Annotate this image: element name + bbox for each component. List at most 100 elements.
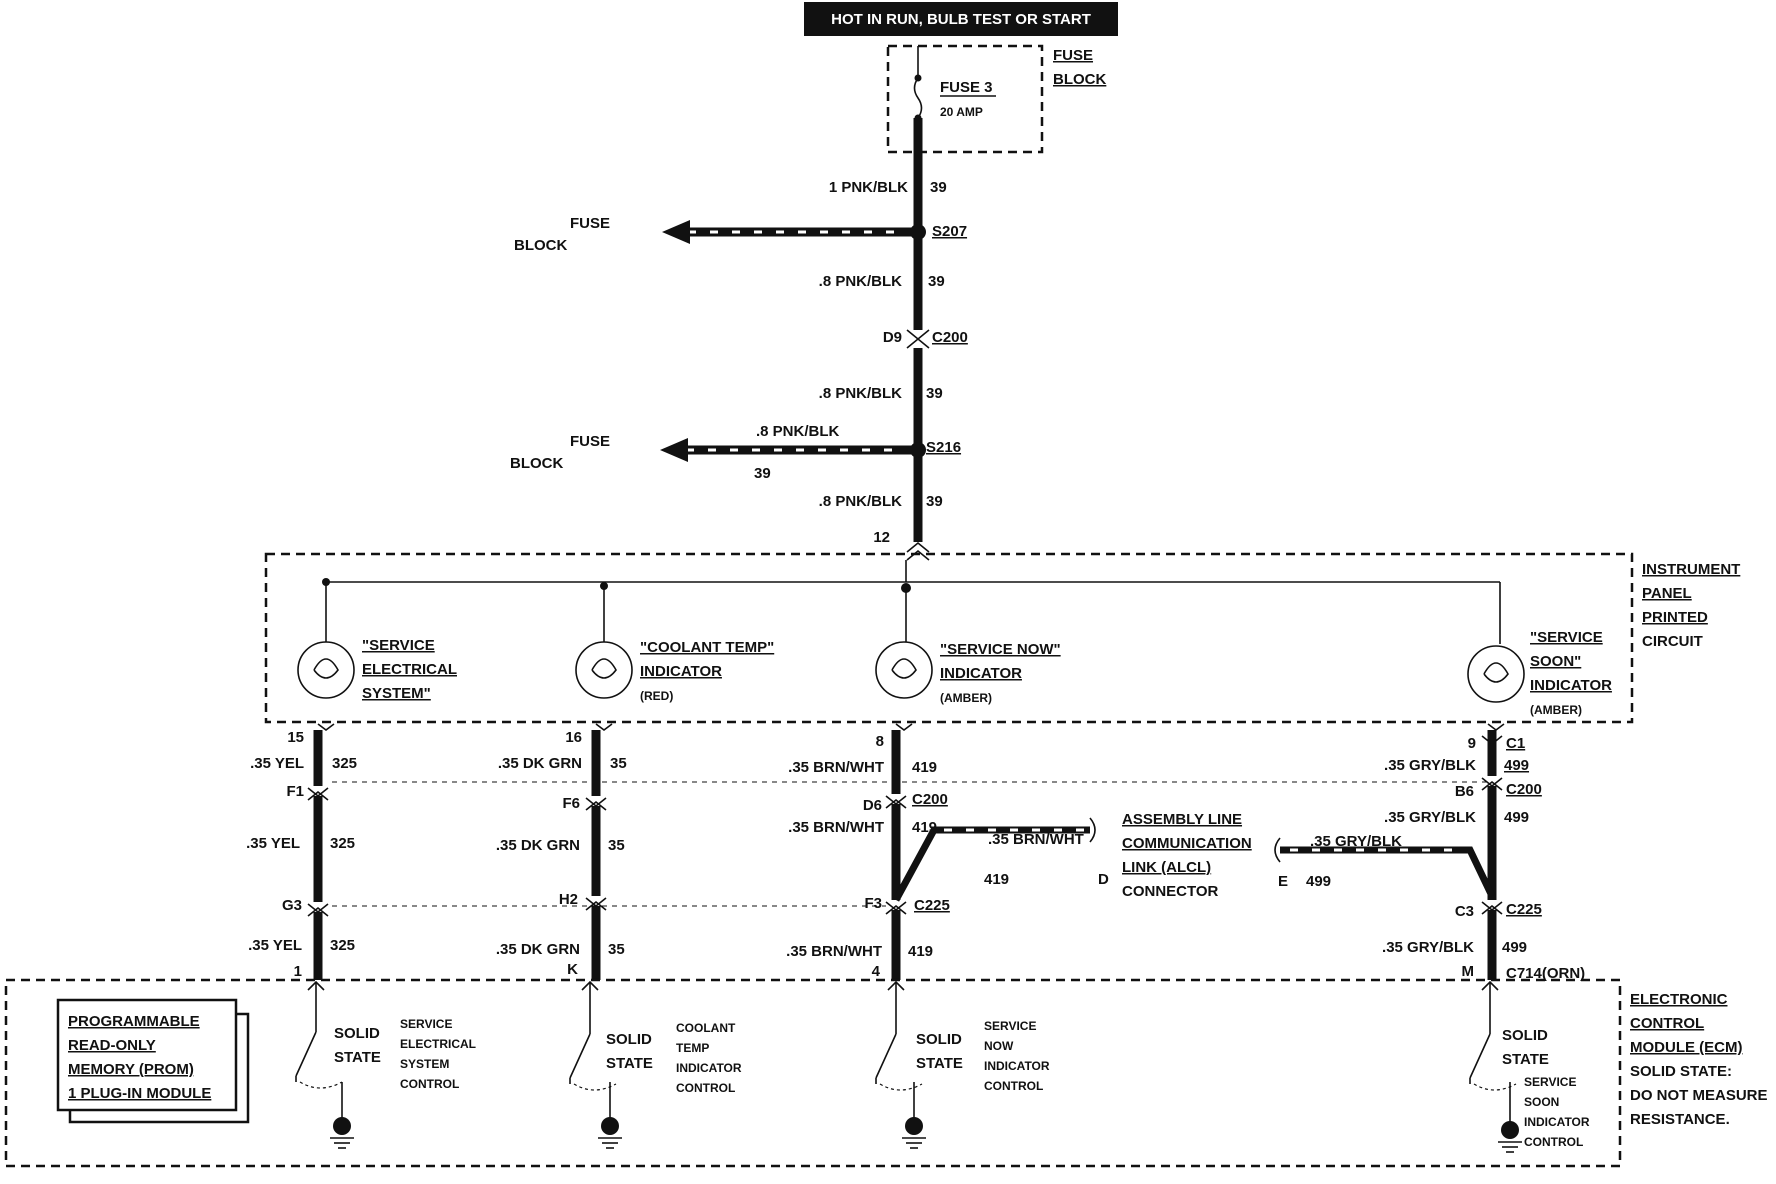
- feed-wire-4: .8 PNK/BLK: [819, 493, 903, 510]
- ctrl2-ss-2: STATE: [606, 1055, 653, 1072]
- prom-line-4: 1 PLUG-IN MODULE: [68, 1085, 211, 1102]
- alcl-right-circuit: 499: [1306, 873, 1331, 890]
- fuse-block: FUSE 3 20 AMP FUSE BLOCK: [886, 44, 1106, 154]
- feed-wire-3: .8 PNK/BLK: [819, 385, 903, 402]
- ecm-line-3: MODULE (ECM): [1630, 1039, 1743, 1056]
- prom-line-3: MEMORY (PROM): [68, 1061, 194, 1078]
- ecm-switch-1: [295, 980, 354, 1149]
- col2-circuit-1: 35: [610, 755, 627, 772]
- col3-circuit-2: 419: [912, 819, 937, 836]
- c200-top-pin: D9: [883, 329, 902, 346]
- ctrl3-c1: SERVICE: [984, 1019, 1036, 1033]
- ecm-line-2: CONTROL: [1630, 1015, 1704, 1032]
- col1-wire-1: .35 YEL: [250, 755, 304, 772]
- indicator-4-line-2: SOON": [1530, 653, 1581, 670]
- main-feed-wire: [906, 118, 930, 561]
- ctrl1-ss-2: STATE: [334, 1049, 381, 1066]
- bulb-icon: [875, 641, 933, 699]
- alcl-line-2: COMMUNICATION: [1122, 835, 1252, 852]
- alcl-line-4: CONNECTOR: [1122, 883, 1219, 900]
- ctrl1-c3: SYSTEM: [400, 1057, 449, 1071]
- fuse-rating: 20 AMP: [940, 105, 983, 119]
- alcl-pin-e: E: [1278, 873, 1288, 890]
- ctrl4-ss-1: SOLID: [1502, 1027, 1548, 1044]
- fuse-block-label-1: FUSE: [1053, 47, 1093, 64]
- col2-top-pin: 16: [565, 729, 582, 746]
- col2-ecm-pin: K: [567, 961, 578, 978]
- col2-circuit-2: 35: [608, 837, 625, 854]
- col3-ecm-pin: 4: [872, 963, 881, 980]
- ctrl1-c1: SERVICE: [400, 1017, 452, 1031]
- s216-branch-2: BLOCK: [510, 455, 563, 472]
- ctrl3-ss-2: STATE: [916, 1055, 963, 1072]
- panel-label-2: PANEL: [1642, 585, 1692, 602]
- col4-ecm-pin: M: [1462, 963, 1475, 980]
- panel-label-1: INSTRUMENT: [1642, 561, 1740, 578]
- fuse-name: FUSE 3: [940, 79, 993, 96]
- ctrl3-c2: NOW: [984, 1039, 1014, 1053]
- splice-s207: S207 FUSE BLOCK: [514, 215, 967, 254]
- col3-wire-3: .35 BRN/WHT: [786, 943, 882, 960]
- col4-low-conn: C225: [1506, 901, 1542, 918]
- col2-wire-2: .35 DK GRN: [496, 837, 580, 854]
- col2-circuit-3: 35: [608, 941, 625, 958]
- ecm-control-1-labels: SOLID STATE SERVICE ELECTRICAL SYSTEM CO…: [334, 1017, 476, 1091]
- col3-low-pin: F3: [864, 895, 882, 912]
- col4-wire-2: .35 GRY/BLK: [1384, 809, 1476, 826]
- col4-low-pin: C3: [1455, 903, 1474, 920]
- ctrl1-c4: CONTROL: [400, 1077, 459, 1091]
- col3-mid-conn: C200: [912, 791, 948, 808]
- prom-line-1: PROGRAMMABLE: [68, 1013, 200, 1030]
- col2-wire-3: .35 DK GRN: [496, 941, 580, 958]
- ctrl4-c1: SERVICE: [1524, 1075, 1576, 1089]
- bulb-icon: [1467, 645, 1525, 703]
- ecm-control-4-labels: SOLID STATE SERVICE SOON INDICATOR CONTR…: [1502, 1027, 1590, 1149]
- col1-mid-pin: F1: [286, 783, 304, 800]
- indicator-service-electrical: "SERVICE ELECTRICAL SYSTEM": [297, 582, 457, 731]
- alcl-line-1: ASSEMBLY LINE: [1122, 811, 1242, 828]
- ctrl4-c3: INDICATOR: [1524, 1115, 1590, 1129]
- s207-branch-2: BLOCK: [514, 237, 567, 254]
- col4-ecm-conn: C714(ORN): [1506, 965, 1585, 982]
- ctrl4-ss-2: STATE: [1502, 1051, 1549, 1068]
- panel-label-3: PRINTED: [1642, 609, 1708, 626]
- col2-mid-pin: F6: [562, 795, 580, 812]
- col1-circuit-3: 325: [330, 937, 355, 954]
- s207-id: S207: [932, 223, 967, 240]
- indicator-4-color: (AMBER): [1530, 703, 1582, 717]
- indicator-2-line-1: "COOLANT TEMP": [640, 639, 774, 656]
- s216-wire: .8 PNK/BLK: [756, 423, 840, 440]
- ctrl4-c2: SOON: [1524, 1095, 1559, 1109]
- col3-low-conn: C225: [914, 897, 950, 914]
- column-1-labels: 15 .35 YEL 325 F1 .35 YEL 325 G3 .35 YEL…: [246, 729, 357, 980]
- column-4-labels: 9 C1 .35 GRY/BLK 499 B6 C200 .35 GRY/BLK…: [1382, 735, 1585, 982]
- alcl-left-wire: .35 BRN/WHT: [988, 831, 1084, 848]
- ctrl2-c3: INDICATOR: [676, 1061, 742, 1075]
- col4-top-conn: C1: [1506, 735, 1525, 752]
- ctrl4-c4: CONTROL: [1524, 1135, 1583, 1149]
- panel-entry-pin: 12: [873, 529, 890, 546]
- ecm-line-4: SOLID STATE:: [1630, 1063, 1732, 1080]
- col3-circuit-1: 419: [912, 759, 937, 776]
- ctrl3-c4: CONTROL: [984, 1079, 1043, 1093]
- header-banner: HOT IN RUN, BULB TEST OR START: [804, 2, 1118, 36]
- indicator-1-line-1: "SERVICE: [362, 637, 435, 654]
- col1-wire-2: .35 YEL: [246, 835, 300, 852]
- ecm-box: ELECTRONIC CONTROL MODULE (ECM) SOLID ST…: [4, 978, 1768, 1168]
- col4-circuit-1: 499: [1504, 757, 1529, 774]
- s207-branch-1: FUSE: [570, 215, 610, 232]
- col1-circuit-2: 325: [330, 835, 355, 852]
- indicator-service-now: "SERVICE NOW" INDICATOR (AMBER): [875, 588, 1061, 731]
- ctrl3-ss-1: SOLID: [916, 1031, 962, 1048]
- indicator-1-line-2: ELECTRICAL: [362, 661, 457, 678]
- col4-circuit-3: 499: [1502, 939, 1527, 956]
- indicator-coolant-temp: "COOLANT TEMP" INDICATOR (RED): [575, 586, 774, 731]
- col3-wire-1: .35 BRN/WHT: [788, 759, 884, 776]
- splice-s216: S216 FUSE BLOCK .8 PNK/BLK 39: [510, 423, 961, 482]
- indicator-2-line-2: INDICATOR: [640, 663, 722, 680]
- col3-mid-pin: D6: [863, 797, 882, 814]
- col1-top-pin: 15: [287, 729, 304, 746]
- col4-mid-pin: B6: [1455, 783, 1474, 800]
- alcl-pin-d: D: [1098, 871, 1109, 888]
